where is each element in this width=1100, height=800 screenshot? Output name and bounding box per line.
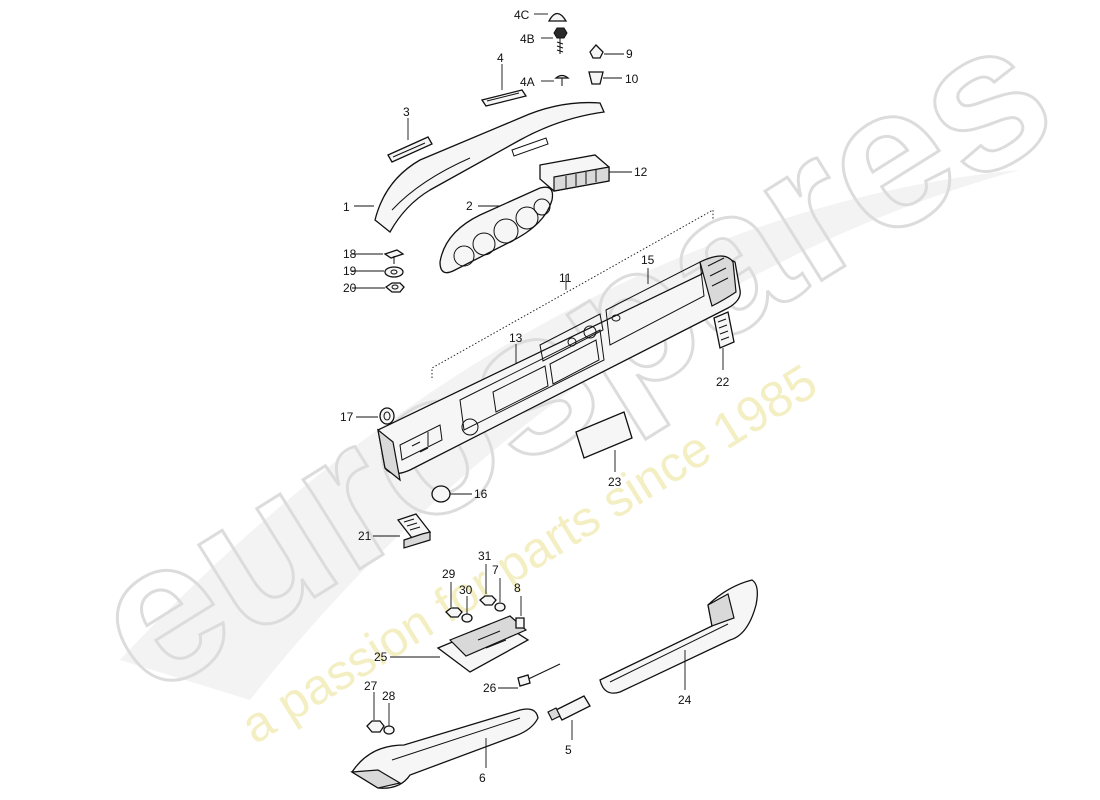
part-10-air-vent: 12 — [539, 154, 648, 192]
svg-text:18: 18 — [343, 247, 357, 261]
svg-text:27: 27 — [364, 679, 378, 693]
part-5-clip: 9 — [589, 44, 633, 61]
part-4c-cap: 4C — [514, 8, 568, 22]
part-6-plug: 10 — [588, 71, 639, 86]
svg-text:2: 2 — [466, 199, 473, 213]
watermark-swoosh — [120, 170, 1020, 700]
part-19-cover-plate: 23 — [575, 411, 633, 489]
svg-text:13: 13 — [509, 331, 523, 345]
part-12-dashboard-main: 13 15 — [377, 253, 741, 482]
svg-text:10: 10 — [625, 72, 639, 86]
svg-text:3: 3 — [403, 105, 410, 119]
svg-text:1: 1 — [343, 200, 350, 214]
part-3-trim-strip: 3 — [387, 105, 433, 163]
svg-text:31: 31 — [478, 549, 492, 563]
part-17-switch-block: 21 — [358, 513, 432, 549]
part-26-washer: 28 — [382, 689, 396, 735]
part-18-switch-panel: 22 — [713, 311, 735, 389]
part-4b-screw: 4B — [520, 27, 568, 54]
svg-text:4A: 4A — [520, 75, 535, 89]
part-4-trim-strip: 4 — [480, 51, 528, 107]
svg-text:17: 17 — [340, 410, 354, 424]
part-27-nut: 29 — [442, 567, 463, 618]
part-1-dash-pad: 1 — [343, 101, 605, 233]
svg-text:24: 24 — [678, 693, 692, 707]
svg-text:12: 12 — [634, 165, 648, 179]
svg-text:25: 25 — [374, 650, 388, 664]
svg-text:4: 4 — [497, 51, 504, 65]
part-31-spacer: 8 — [514, 581, 525, 629]
svg-text:4C: 4C — [514, 8, 530, 22]
part-8-washer: 19 — [343, 264, 404, 278]
part-2-gauge-panel: 2 — [439, 186, 554, 274]
part-29-nut: 31 — [478, 549, 497, 606]
svg-text:7: 7 — [492, 563, 499, 577]
svg-text:23: 23 — [608, 475, 622, 489]
part-9-nut: 20 — [343, 281, 405, 295]
part-20-knee-pad: 6 — [350, 708, 539, 789]
svg-text:15: 15 — [641, 253, 655, 267]
svg-text:6: 6 — [479, 771, 486, 785]
part-24-rod: 26 — [483, 663, 561, 695]
svg-text:8: 8 — [514, 581, 521, 595]
part-11-bracket-lines: 11 — [431, 209, 714, 378]
svg-text:16: 16 — [474, 487, 488, 501]
part-16-grommet: 17 — [340, 407, 395, 425]
svg-text:19: 19 — [343, 264, 357, 278]
svg-text:30: 30 — [459, 583, 473, 597]
svg-text:21: 21 — [358, 529, 372, 543]
svg-text:4B: 4B — [520, 32, 535, 46]
part-4a-pin: 4A — [520, 74, 570, 89]
svg-text:9: 9 — [626, 47, 633, 61]
svg-text:22: 22 — [716, 375, 730, 389]
svg-text:5: 5 — [565, 743, 572, 757]
svg-text:29: 29 — [442, 567, 456, 581]
svg-text:20: 20 — [343, 281, 357, 295]
part-15-knob: 16 — [431, 485, 488, 503]
part-7-bracket: 18 — [343, 247, 405, 264]
part-25-nut: 27 — [364, 679, 385, 733]
svg-text:26: 26 — [483, 681, 497, 695]
svg-text:11: 11 — [559, 271, 572, 285]
part-28-washer: 30 — [459, 583, 473, 623]
svg-text:28: 28 — [382, 689, 396, 703]
part-23-glovebox: 25 — [374, 615, 530, 673]
part-30-washer: 7 — [492, 563, 506, 612]
part-22-latch: 5 — [547, 695, 591, 757]
part-21-knee-pad: 24 — [599, 579, 758, 707]
